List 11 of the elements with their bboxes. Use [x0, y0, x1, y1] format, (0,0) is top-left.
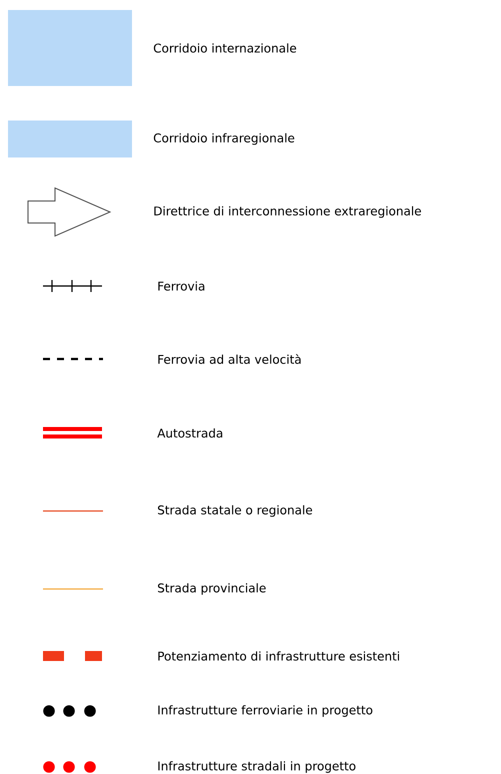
legend-label: Corridoio infraregionale — [154, 133, 294, 145]
legend-label: Ferrovia ad alta velocità — [158, 354, 301, 364]
legend-label: Strada statale o regionale — [158, 505, 312, 517]
legend-label: Corridoio internazionale — [154, 43, 296, 53]
legend-label: Infrastrutture ferroviarie in progetto — [158, 705, 372, 717]
legend-label: Ferrovia — [158, 281, 204, 291]
legend-label: Potenziamento di infrastrutture esistenti — [158, 651, 399, 661]
legend-label: Strada provinciale — [158, 583, 266, 595]
legend-label: Direttrice di interconnessione extraregionale — [154, 206, 421, 218]
legend-label: Infrastrutture stradali in progetto — [158, 761, 356, 773]
legend-label: Autostrada — [157, 428, 222, 438]
